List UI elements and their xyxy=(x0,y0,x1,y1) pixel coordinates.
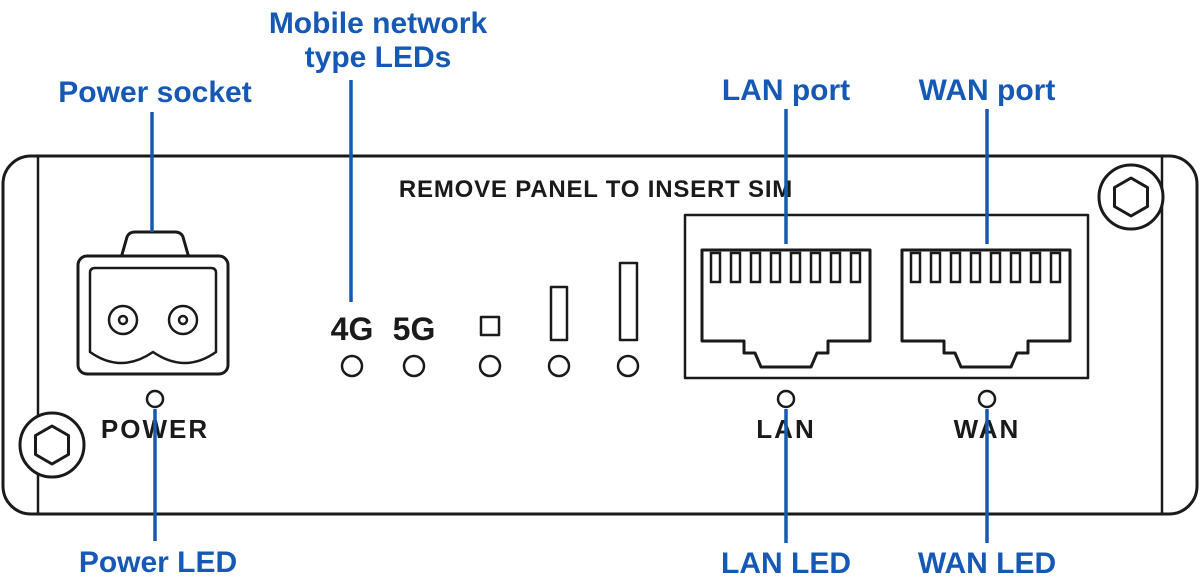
callout-labels: Power socket Mobile network type LEDs LA… xyxy=(58,7,1056,580)
label-5g: 5G xyxy=(393,311,436,347)
wan-led xyxy=(977,389,997,409)
callout-wan-led: WAN LED xyxy=(918,547,1056,580)
led-4g xyxy=(340,354,364,378)
callout-power-socket: Power socket xyxy=(58,76,251,109)
label-4g: 4G xyxy=(331,311,374,347)
signal-led-2 xyxy=(547,354,571,378)
hex-screw-top-right-icon xyxy=(1097,163,1165,231)
callout-leader-lines xyxy=(150,80,989,543)
signal-led-1 xyxy=(478,354,502,378)
led-5g xyxy=(402,354,426,378)
power-pin-left xyxy=(107,304,139,336)
power-led xyxy=(145,389,165,409)
callout-wan-port: WAN port xyxy=(919,74,1056,107)
power-socket-tab xyxy=(119,230,191,259)
signal-bar-mid xyxy=(549,285,569,342)
signal-bar-high xyxy=(618,261,639,342)
callout-power-led: Power LED xyxy=(79,546,237,579)
sim-notice: REMOVE PANEL TO INSERT SIM xyxy=(399,176,793,203)
signal-bar-low xyxy=(479,315,501,337)
signal-strength-indicator xyxy=(478,261,640,378)
callout-mobile-network-line1: Mobile network xyxy=(269,7,488,40)
lan-led xyxy=(776,389,796,409)
power-pin-right xyxy=(167,304,199,336)
power-pin-right-dot xyxy=(177,314,189,326)
callout-mobile-network-line2: type LEDs xyxy=(305,41,452,74)
callout-lan-port: LAN port xyxy=(722,74,850,107)
callout-lan-led: LAN LED xyxy=(721,547,851,580)
power-socket xyxy=(76,230,230,376)
power-pin-left-dot xyxy=(117,314,129,326)
power-socket-cavity xyxy=(88,266,218,365)
mobile-network-type-leds: 4G 5G xyxy=(331,311,436,378)
signal-led-3 xyxy=(616,354,640,378)
hex-screw-bottom-left-icon xyxy=(18,411,86,479)
